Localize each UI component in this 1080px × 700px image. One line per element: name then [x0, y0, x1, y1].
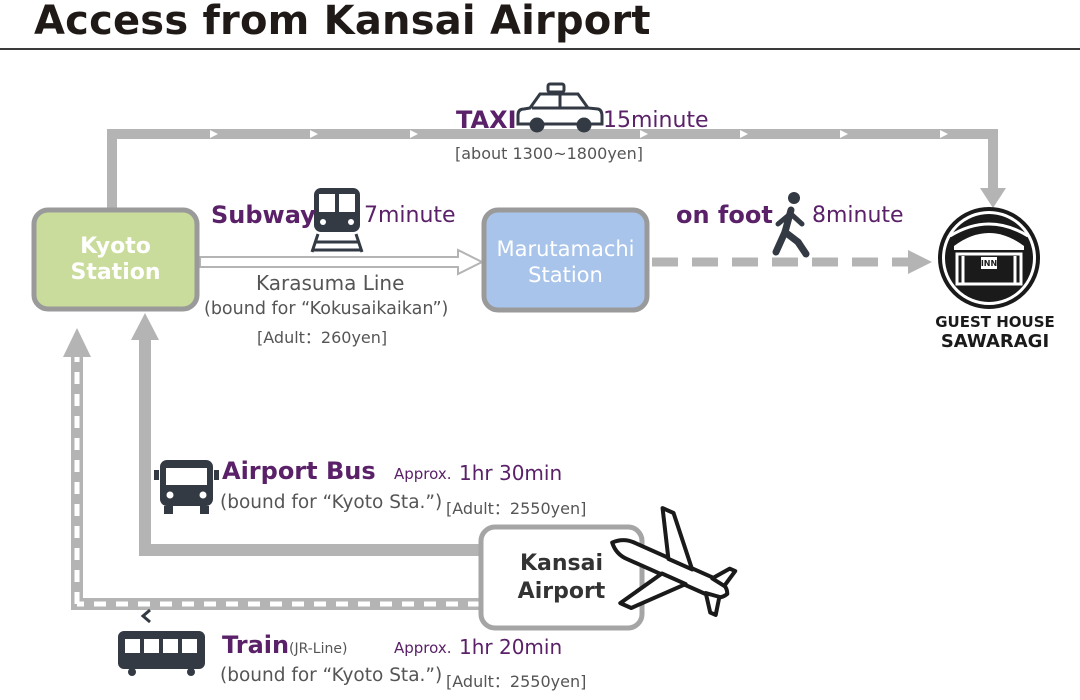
bus-duration-label: 1hr 30min: [459, 461, 563, 485]
marutamachi-station-box: [481, 207, 650, 313]
kansai-airport-label: Kansai Airport: [481, 550, 642, 606]
train-fare-label: [Adult：2550yen]: [446, 672, 587, 691]
subway-train-icon: [310, 188, 364, 253]
kyoto-station-box: [31, 207, 200, 312]
bus-icon: [154, 460, 219, 514]
guest-house-line2: SAWARAGI: [940, 331, 1050, 352]
train-mode-label: Train: [222, 631, 290, 659]
bus-mode-label: Airport Bus: [222, 457, 376, 485]
subway-line-label: Karasuma Line: [256, 271, 405, 295]
bus-route-arrow: [131, 313, 482, 556]
guest-house-logo-icon: INN: [938, 207, 1040, 309]
title-divider: [0, 48, 1080, 50]
guest-house-label: GUEST HOUSE SAWARAGI: [920, 313, 1070, 352]
marutamachi-station-line1: Marutamachi: [496, 237, 635, 261]
subway-route-arrow: [199, 248, 485, 276]
taxi-icon: [516, 82, 604, 133]
train-car-icon: [118, 608, 205, 676]
marutamachi-station-line2: Station: [528, 263, 603, 287]
subway-bound-label: (bound for “Kokusaikaikan”): [204, 299, 449, 319]
subway-mode-label: Subway: [211, 201, 316, 229]
train-approx-label: Approx.: [394, 639, 452, 657]
taxi-mode-label: TAXI: [456, 106, 517, 134]
marutamachi-station-label: Marutamachi Station: [484, 236, 647, 288]
subway-time-label: 7minute: [364, 203, 456, 228]
kyoto-station-line1: Kyoto: [80, 234, 151, 259]
walk-time-label: 8minute: [812, 203, 904, 228]
kyoto-station-line2: Station: [70, 260, 161, 285]
taxi-time-label: 15minute: [603, 108, 709, 133]
airplane-icon: [610, 506, 738, 617]
train-subline-label: (JR-Line): [289, 641, 348, 657]
kansai-airport-line1: Kansai: [519, 551, 604, 576]
kansai-airport-box: [478, 524, 645, 631]
train-duration-label: 1hr 20min: [459, 635, 563, 659]
subway-fare-label: [Adult：260yen]: [257, 328, 388, 347]
kyoto-station-label: Kyoto Station: [34, 234, 197, 286]
taxi-fare-label: [about 1300~1800yen]: [455, 144, 644, 163]
guest-house-line1: GUEST HOUSE: [935, 313, 1055, 331]
bus-bound-label: (bound for “Kyoto Sta.”): [220, 492, 443, 513]
train-route-arrow: [63, 328, 480, 610]
taxi-route-arrow: [107, 129, 1006, 208]
train-bound-label: (bound for “Kyoto Sta.”): [220, 665, 443, 686]
walking-person-icon: [772, 192, 810, 258]
page-title: Access from Kansai Airport: [34, 0, 651, 44]
kansai-airport-line2: Airport: [517, 579, 606, 604]
bus-fare-label: [Adult：2550yen]: [446, 499, 587, 518]
walk-route-arrow: [652, 250, 932, 274]
walk-mode-label: on foot: [676, 201, 773, 229]
guest-house-sign: INN: [981, 259, 997, 268]
bus-approx-label: Approx.: [394, 465, 452, 483]
